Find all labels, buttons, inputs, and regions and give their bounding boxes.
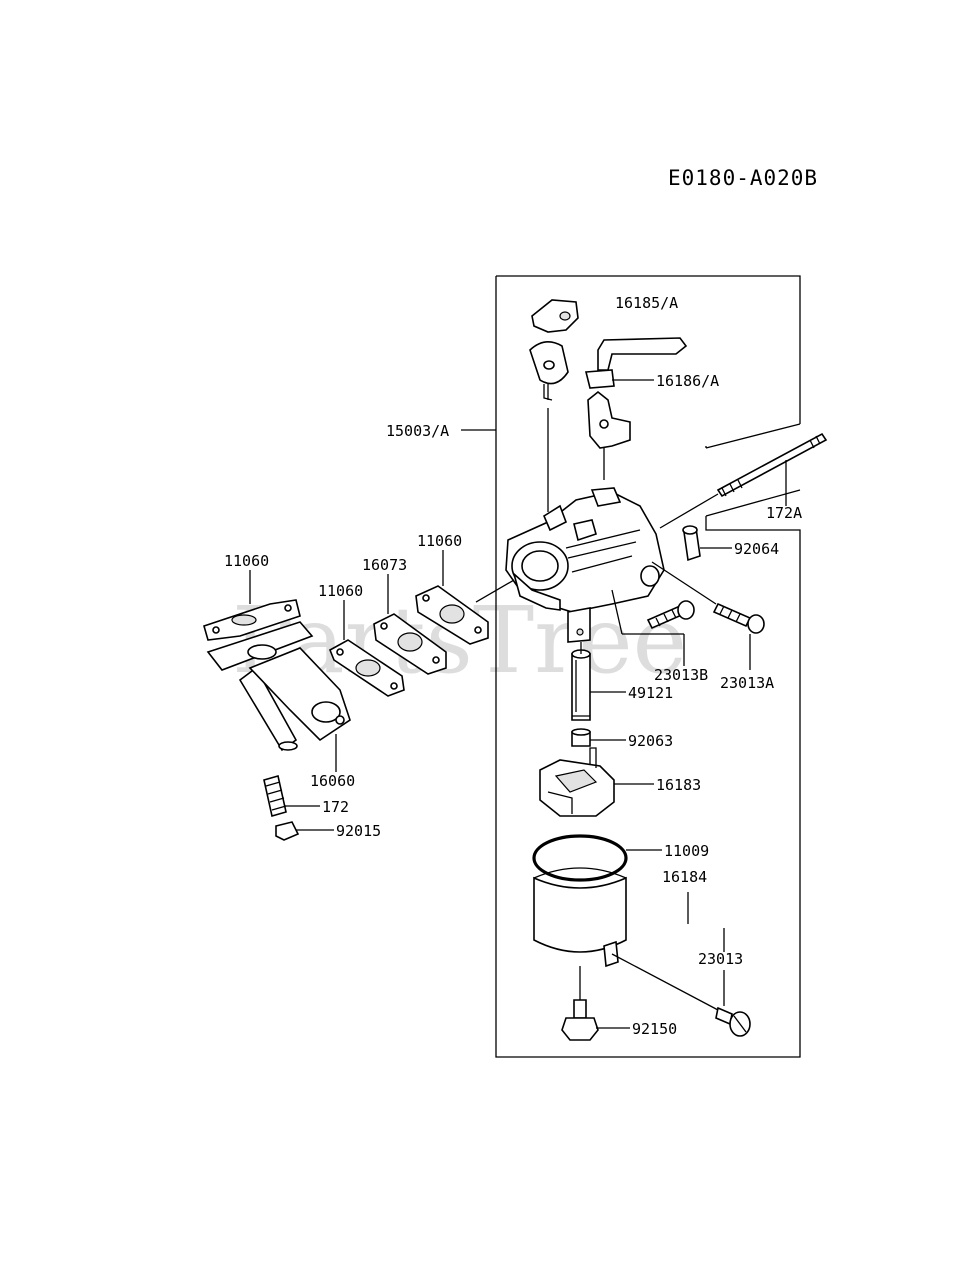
label-16186A: 16186/A: [656, 372, 719, 390]
label-23013A: 23013A: [720, 674, 774, 692]
label-49121: 49121: [628, 684, 673, 702]
label-23013: 23013: [698, 950, 743, 968]
screw-23013-part[interactable]: [715, 1006, 751, 1037]
screw-92064-part[interactable]: [682, 525, 701, 562]
label-16060: 16060: [310, 772, 355, 790]
label-23013B: 23013B: [654, 666, 708, 684]
screw-23013A-part[interactable]: [712, 602, 765, 634]
nut-92015-part[interactable]: [275, 821, 300, 841]
float-16183-part[interactable]: [539, 747, 615, 817]
label-92063: 92063: [628, 732, 673, 750]
label-172: 172: [322, 798, 349, 816]
gasket-11060-c-part[interactable]: [415, 585, 489, 645]
gasket-11060-b-part[interactable]: [328, 639, 405, 697]
intake-manifold-16060-part[interactable]: [206, 621, 351, 752]
frame-diagonal-bottom: [705, 489, 801, 517]
gasket-11060-a-part[interactable]: [203, 599, 301, 641]
o-ring-11009-part[interactable]: [532, 834, 628, 882]
frame-diagonal-top: [705, 423, 801, 449]
label-11060-b: 11060: [318, 582, 363, 600]
float-bowl-16184-part[interactable]: [533, 867, 627, 968]
stud-172-part[interactable]: [263, 774, 287, 818]
main-jet-92063-part[interactable]: [571, 728, 591, 747]
insulator-16073-part[interactable]: [373, 613, 447, 675]
diagram-code: E0180-A020B: [668, 166, 818, 190]
leader-23013A-line: [651, 561, 717, 605]
screw-23013B-part[interactable]: [646, 600, 695, 630]
throttle-stop-stud-part[interactable]: [716, 432, 828, 498]
choke-lever-part[interactable]: [529, 299, 579, 401]
throttle-lever-part[interactable]: [584, 337, 688, 480]
label-16073: 16073: [362, 556, 407, 574]
label-92064: 92064: [734, 540, 779, 558]
carburetor-body-part[interactable]: [505, 487, 665, 643]
label-92150: 92150: [632, 1020, 677, 1038]
label-172A: 172A: [766, 504, 802, 522]
label-16183: 16183: [656, 776, 701, 794]
label-92015: 92015: [336, 822, 381, 840]
leader-172A-line: [659, 493, 719, 529]
leader-23013-line: [611, 953, 719, 1011]
label-11060-a: 11060: [224, 552, 269, 570]
label-11060-c: 11060: [417, 532, 462, 550]
assembly-axis-line: [475, 579, 515, 603]
label-11009: 11009: [664, 842, 709, 860]
label-16184: 16184: [662, 868, 707, 886]
emulsion-tube-49121-part[interactable]: [571, 649, 591, 721]
bolt-92150-part[interactable]: [561, 966, 599, 1041]
leader-23013B-slant: [611, 589, 623, 635]
label-16185A: 16185/A: [615, 294, 678, 312]
label-15003A: 15003/A: [386, 422, 449, 440]
